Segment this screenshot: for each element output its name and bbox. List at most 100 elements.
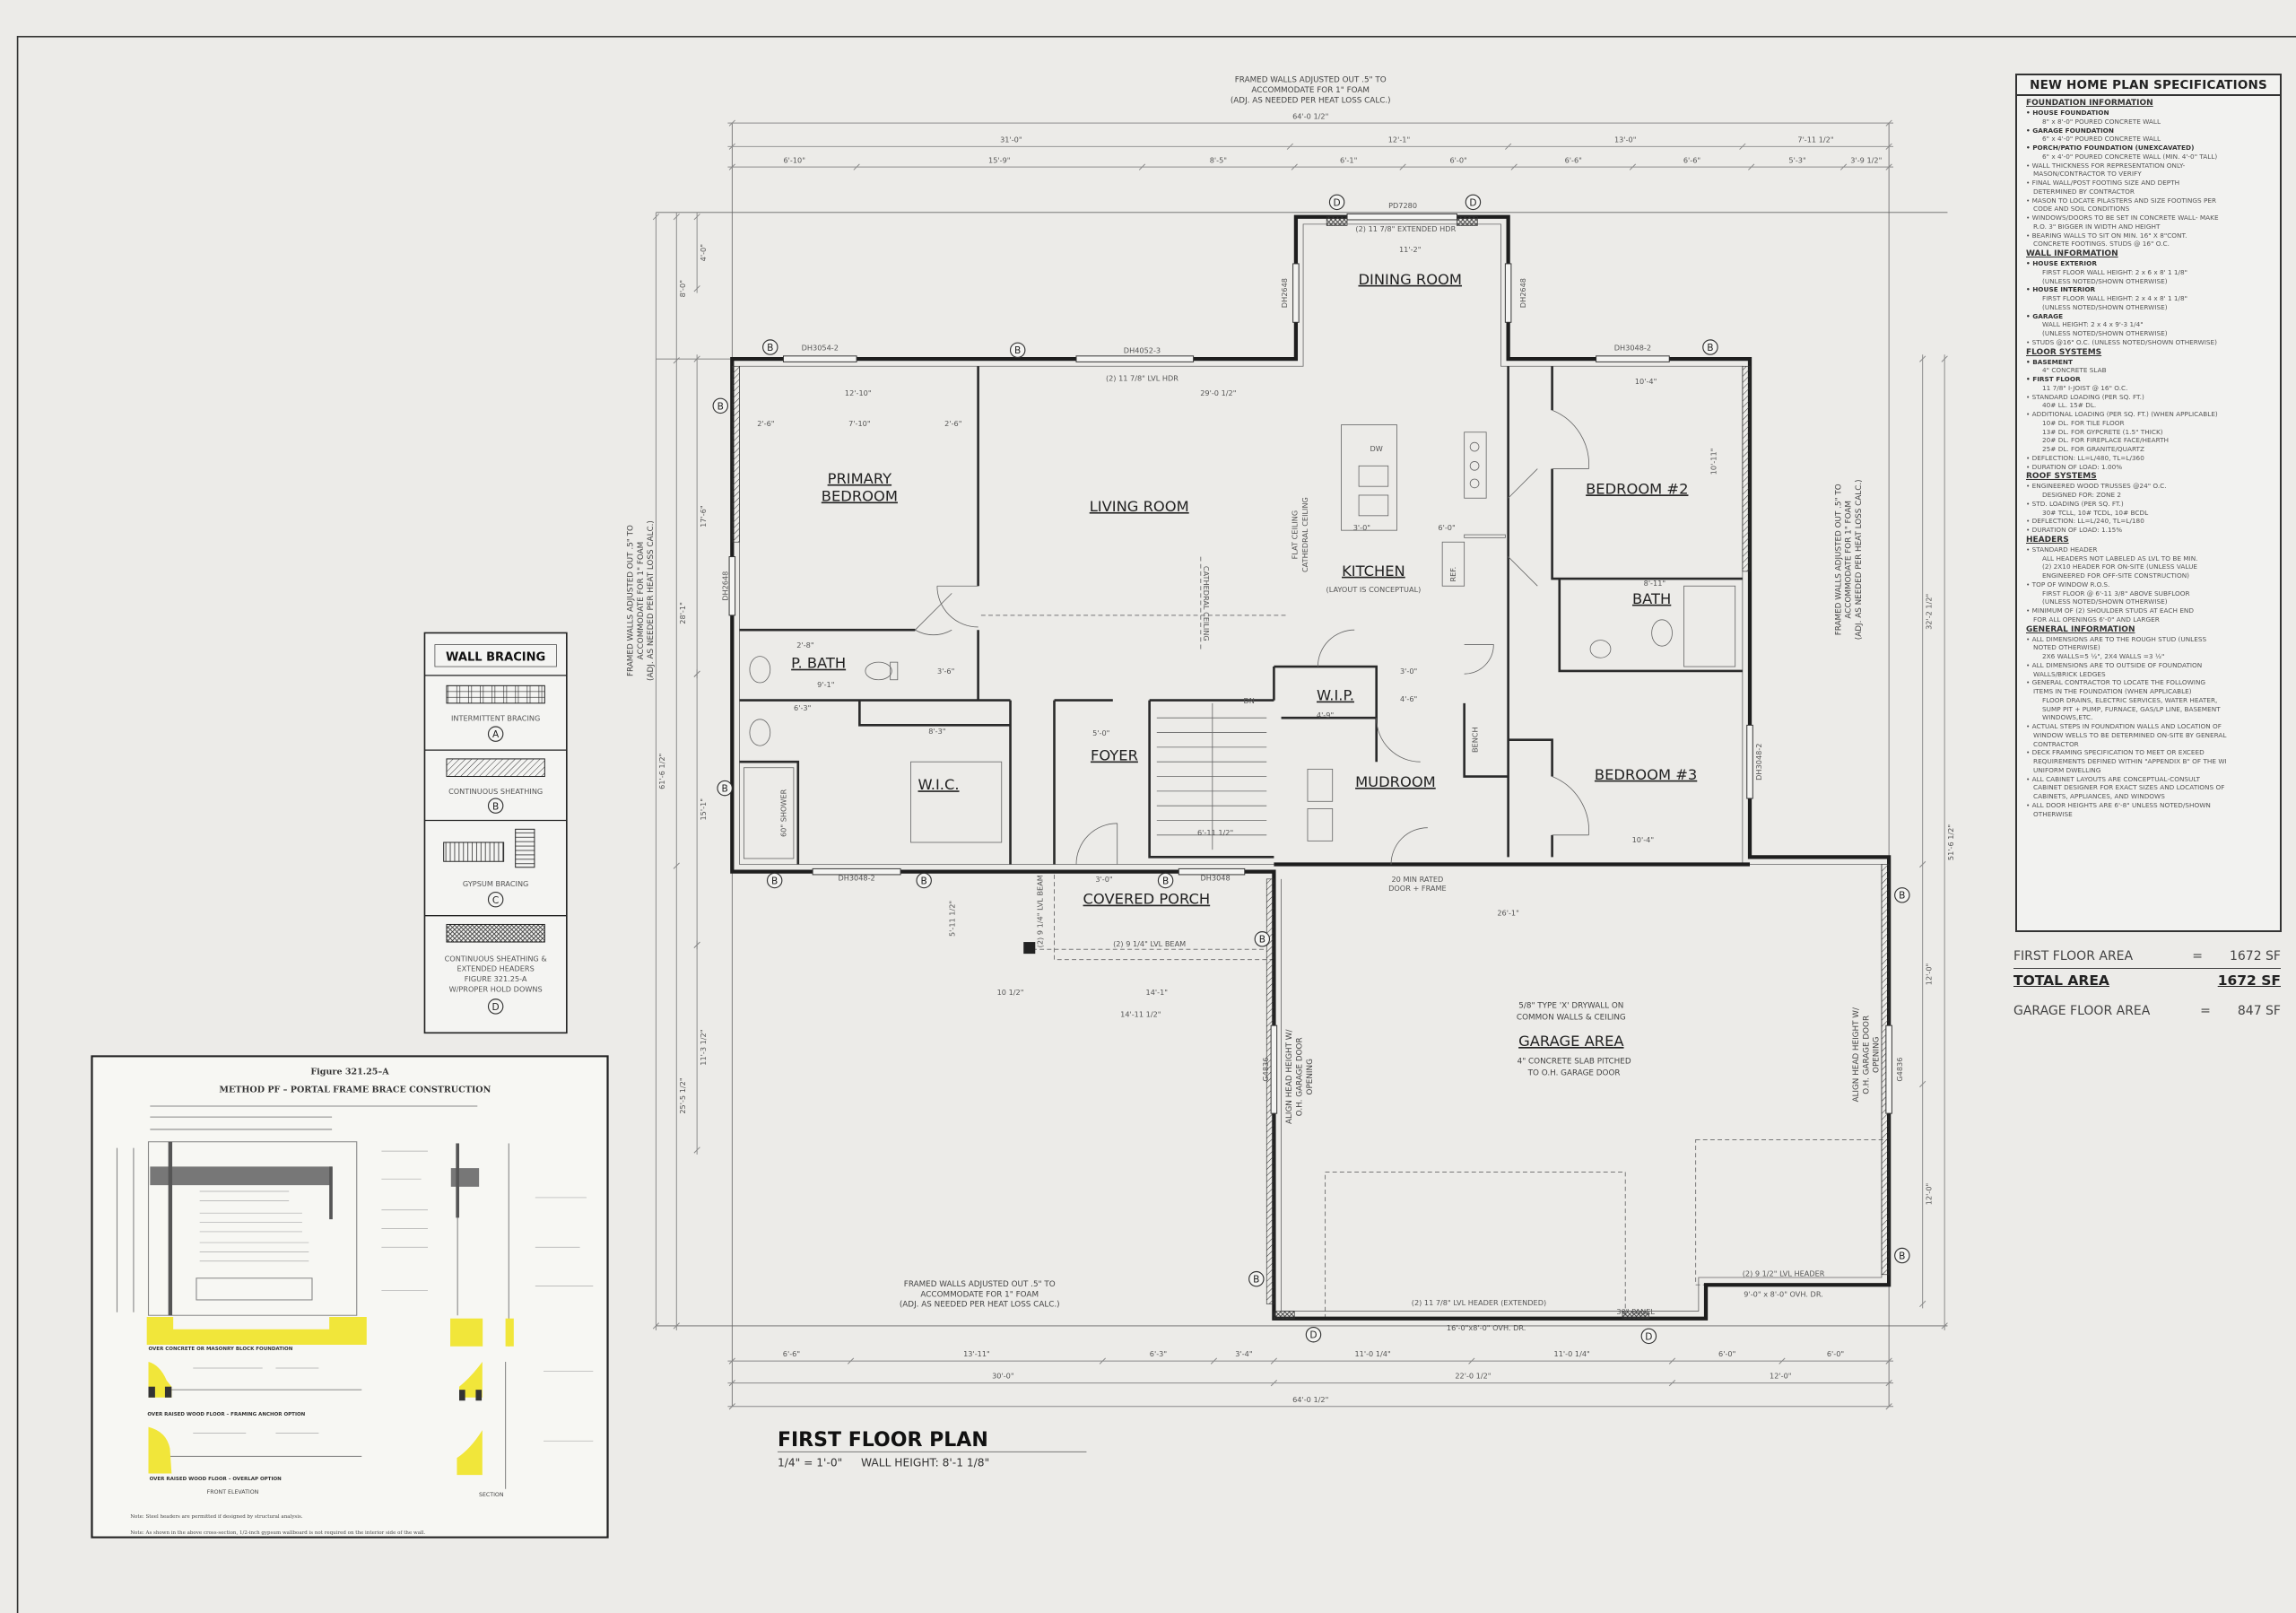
plan-graphic [1651,619,1673,647]
plan-graphic: 2'-6" [757,419,774,428]
plan-graphic [1376,718,1421,763]
plan-graphic [457,1430,483,1476]
plan-graphic [1552,776,1589,836]
plan-graphic [487,726,504,742]
spec-item-text: • STD. LOADING (PER SQ. FT.) [2026,499,2124,508]
dimension-tick [1919,1080,1926,1088]
plan-graphic: COMMON WALLS & CEILING [1517,1014,1626,1023]
figure-note-2: Note: As shown in the above cross-sectio… [130,1530,425,1536]
plan-graphic: 2'-8" [796,641,813,650]
left-dimension-major-label: 25'-5 1/2" [678,1077,687,1113]
figure-highlight [146,1316,514,1476]
dimension-tick [1885,163,1892,170]
equals-sign: = [2192,949,2203,963]
plan-graphic [1683,585,1736,667]
dimension-tick [1291,163,1298,170]
plan-graphic: FIGURE 321.25-A [465,974,527,983]
plan-graphic: 10 1/2" [997,988,1024,997]
dimension-tick [673,357,680,364]
plan-graphic: 4" CONCRETE SLAB PITCHED [1518,1058,1631,1067]
room-bath: BATH [1632,590,1671,607]
plan-graphic [150,1166,333,1186]
left-dimension-minor-label: 4'-0" [699,244,708,261]
dimension-tick [1885,1403,1892,1410]
plan-graphic: DH3054-2 [802,343,839,352]
plan-graphic: 4'-6" [1400,694,1417,703]
exterior-walls [730,214,1892,1321]
spec-section-title: ROOF SYSTEMS [2026,472,2097,482]
plan-graphic: ACCOMMODATE FOR 1" FOAM [1845,501,1854,619]
spec-item-text: • GENERAL CONTRACTOR TO LOCATE THE FOLLO… [2026,678,2206,687]
top-dimension-overall-label: 64'-0 1/2" [1292,111,1328,120]
room-bedroom-3: BEDROOM #3 [1595,766,1697,783]
bracing-mark-b: B [718,400,724,412]
left-dimension-minor-label: 15'-1" [699,798,708,821]
plan-graphic: 26'-1" [1497,909,1519,918]
plan-graphic: 10'-4" [1635,377,1657,386]
dimension-tick [673,1322,680,1330]
spec-item-text: FOR ALL OPENINGS 6'-0" AND LARGER [2033,615,2160,623]
top-dimension-minor-label: 6'-6" [1565,155,1582,164]
spec-item-text: • DEFLECTION: LL=L/480, TL=L/360 [2026,453,2144,462]
wall-bracing-hatches [732,216,1890,1320]
plan-graphic [1274,1311,1295,1320]
plan-graphic [1075,355,1195,362]
plan-graphic [812,868,901,876]
dimension-tick [1629,163,1637,170]
bracing-mark-b: B [1259,934,1265,946]
plan-graphic [1390,827,1428,865]
plan-graphic [475,1390,483,1401]
kitchen-fixtures [1341,424,1506,587]
plan-graphic: DOOR + FRAME [1388,884,1447,893]
plan-graphic [91,1055,609,1539]
spec-item-text: • FINAL WALL/POST FOOTING SIZE AND DEPTH [2026,179,2180,187]
plan-graphic: ALIGN HEAD HEIGHT W/ O.H. GARAGE DOOR OP… [1852,1007,1882,1103]
bottom-dimension-major-label: 22'-0 1/2" [1455,1372,1491,1381]
wall-bracing-legend: WALL BRACING INTERMITTENT BRACING A CONT… [423,632,568,1034]
dimension-tick [1468,1357,1475,1365]
plan-graphic: 3'-0" [1400,667,1417,676]
plan-graphic: 3'-0" [1095,875,1112,884]
dimension-tick [1270,1357,1278,1365]
plan-graphic: 4'-9" [1317,711,1334,719]
bracing-mark-b-circle [717,780,733,797]
spec-item-detail: (UNLESS NOTED/SHOWN OTHERWISE) [2042,329,2168,337]
spec-item-detail: (UNLESS NOTED/SHOWN OTHERWISE) [2042,302,2168,311]
plan-graphic: OPENING [1306,1059,1315,1095]
bracing-mark-d: D [1645,1330,1652,1342]
plan-graphic [1464,644,1494,675]
room-dining: DINING ROOM [1358,271,1462,288]
top-dimension-major-label: 7'-11 1/2" [1797,135,1833,144]
plan-graphic [1469,478,1480,489]
area-summary: FIRST FLOOR AREA = 1672 SF TOTAL AREA 16… [2013,945,2281,1023]
top-dimension-minor-label: 6'-10" [783,155,805,164]
dimension-tick [1885,119,1892,126]
right-dimension-major-label: 12'-0" [1924,1183,1933,1206]
spec-item-text: WALLS/BRICK LEDGES [2033,669,2106,678]
top-dimension-major-label: 12'-1" [1388,135,1411,144]
bracing-mark-b: B [1899,890,1905,902]
figure-front-elevation: FRONT ELEVATION [207,1489,259,1495]
spec-item-text: • STUDS @16" O.C. (UNLESS NOTED/SHOWN OT… [2026,337,2218,346]
left-dimension-major-label: 28'-1" [678,602,687,624]
spec-item-detail: FIRST FLOOR WALL HEIGHT: 2 x 4 x 8' 1 1/… [2042,294,2188,302]
spec-item-heading: • PORCH/PATIO FOUNDATION (UNEXCAVATED) [2026,144,2195,152]
plan-graphic [728,556,736,616]
dimension-tick [1919,355,1926,362]
plan-graphic [1270,1024,1278,1114]
plan-graphic [865,661,892,681]
plan-graphic: CONTINUOUS SHEATHING & [445,954,548,963]
plan-graphic: 8'-3" [928,727,945,736]
dimension-tick [1739,143,1746,150]
spec-item-detail: FIRST FLOOR @ 6'-11 3/8" ABOVE SUBFLOOR [2042,589,2190,597]
spec-item-text: • ALL CABINET LAYOUTS ARE CONCEPTUAL-CON… [2026,774,2200,783]
plan-graphic: W/PROPER HOLD DOWNS [449,985,543,994]
plan-graphic: DH2648 [1280,278,1289,308]
bracing-mark-b-circle [712,397,728,414]
garage-area-label: GARAGE FLOOR AREA [2013,1004,2151,1018]
dimension-tick [847,1357,855,1365]
figure-row2-label: OVER RAISED WOOD FLOOR – FRAMING ANCHOR … [147,1412,305,1417]
bracing-mark-d: D [1309,1330,1317,1341]
kitchen-note: (LAYOUT IS CONCEPTUAL) [1326,585,1422,594]
